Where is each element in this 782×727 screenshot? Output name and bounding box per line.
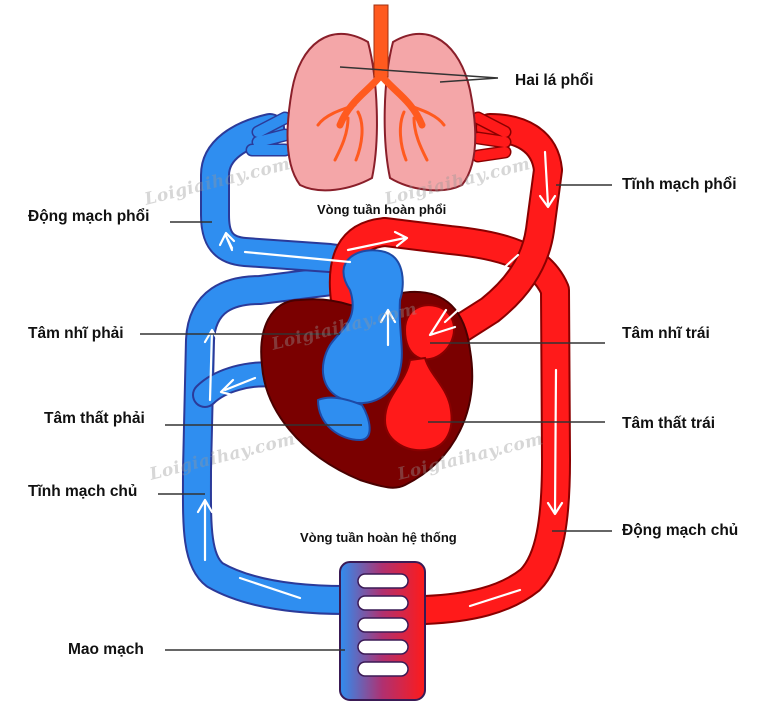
- label-lungs: Hai lá phổi: [515, 72, 594, 89]
- lungs: [286, 4, 477, 192]
- heart: [260, 249, 474, 489]
- label-aorta: Động mạch chủ: [622, 522, 739, 539]
- systemic-circulation-caption: Vòng tuần hoàn hệ thống: [300, 530, 457, 545]
- label-left-ventricle: Tâm thất trái: [622, 415, 716, 432]
- leader-lines: [140, 66, 612, 651]
- label-left-atrium: Tâm nhĩ trái: [622, 325, 710, 342]
- label-pulmonary-artery: Động mạch phổi: [28, 208, 150, 225]
- pulmonary-circulation-caption: Vòng tuần hoàn phổi: [317, 202, 447, 217]
- flow-arrows: [196, 150, 564, 608]
- label-vena-cava: Tĩnh mạch chủ: [28, 483, 138, 500]
- trachea: [373, 4, 389, 78]
- label-capillaries: Mao mạch: [68, 641, 144, 658]
- label-pulmonary-vein: Tĩnh mạch phổi: [622, 176, 737, 193]
- label-right-atrium: Tâm nhĩ phải: [28, 325, 124, 342]
- label-right-ventricle: Tâm thất phải: [44, 410, 145, 427]
- bronchi: [316, 71, 446, 162]
- capillary-bed: [339, 561, 426, 701]
- right-atrium: [322, 249, 404, 405]
- right-ventricle: [316, 396, 371, 442]
- left-ventricle: [383, 356, 453, 452]
